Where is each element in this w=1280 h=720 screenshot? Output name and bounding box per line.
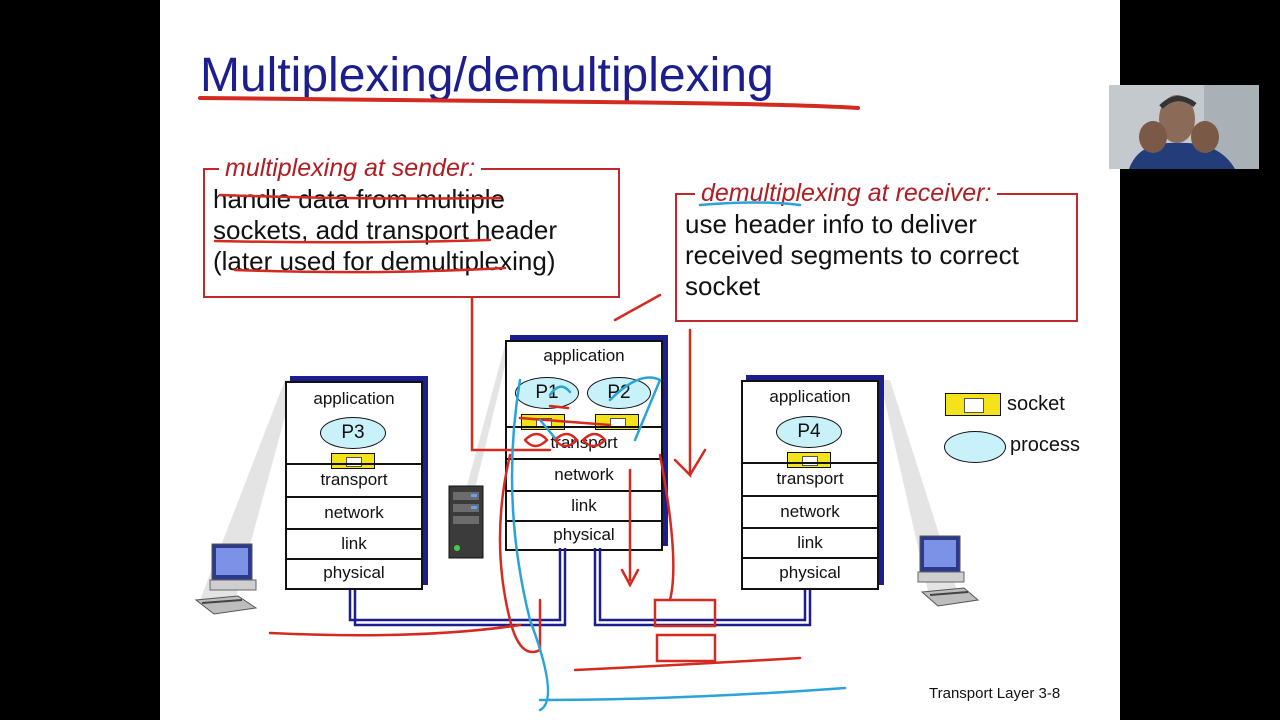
legend-socket-icon: [945, 393, 1001, 416]
right-host-stack: application P4 transport network link ph…: [741, 380, 879, 590]
blue-ink-annotations: [510, 201, 847, 712]
right-link-layer: link: [743, 527, 877, 558]
annotation-overlay: [213, 193, 847, 712]
right-transport-layer: transport: [743, 462, 877, 495]
receiver-line: socket: [685, 271, 761, 301]
socket-icon: [331, 453, 375, 469]
network-wires: [348, 548, 812, 627]
receiver-line: use header info to deliver: [685, 209, 977, 239]
process-p1: P1: [515, 377, 579, 409]
server-physical-layer: physical: [507, 520, 661, 549]
process-p3: P3: [320, 417, 386, 449]
socket-icon: [787, 452, 831, 468]
left-network-layer: network: [287, 496, 421, 529]
left-link-layer: link: [287, 528, 421, 559]
presenter-webcam: [1109, 85, 1259, 169]
right-network-layer: network: [743, 495, 877, 528]
slide-footer: Transport Layer 3-8: [929, 685, 1061, 702]
title-underline-annotation: [198, 96, 860, 110]
left-physical-layer: physical: [287, 558, 421, 588]
receiver-box: demultiplexing at receiver: use header i…: [675, 179, 1078, 322]
server-icon: [448, 485, 484, 559]
left-computer-icon: [194, 543, 258, 615]
sender-line: sockets, add transport header: [213, 215, 557, 245]
presenter-video-icon: [1109, 85, 1259, 169]
legend-process-label: process: [1010, 434, 1081, 456]
left-application-label: application: [313, 389, 395, 408]
server-network-layer: network: [507, 458, 661, 491]
receiver-line: received segments to correct: [685, 240, 1019, 270]
server-application-label: application: [543, 346, 625, 365]
right-computer-icon: [917, 535, 980, 607]
slide: Multiplexing/demultiplexing multiplexing…: [160, 0, 1120, 720]
legend-socket-label: socket: [1007, 393, 1065, 415]
slide-title: Multiplexing/demultiplexing: [200, 49, 774, 102]
process-p4: P4: [776, 416, 842, 448]
sender-heading: multiplexing at sender:: [219, 154, 482, 183]
right-physical-layer: physical: [743, 557, 877, 588]
red-ink-annotations: [213, 193, 802, 672]
right-application-label: application: [769, 387, 851, 406]
legend-process-icon: [944, 431, 1006, 463]
server-link-layer: link: [507, 490, 661, 521]
left-transport-layer: transport: [287, 463, 421, 496]
left-host-stack: application P3 transport network link ph…: [285, 381, 423, 590]
